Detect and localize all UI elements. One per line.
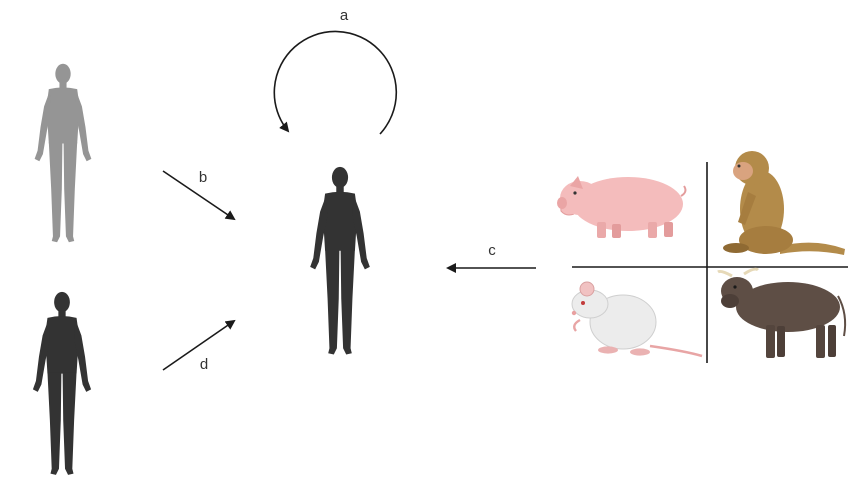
arrow-a [274,31,396,134]
recipient-person-icon [310,167,370,355]
label-b: b [199,169,207,186]
arrow-d [163,321,234,370]
donor-person-top-icon [35,64,92,242]
pig-icon [557,176,685,238]
label-d: d [200,356,208,373]
monkey-icon [723,151,845,255]
rat-icon [572,282,702,356]
donor-person-bottom-icon [33,292,91,475]
label-a: a [340,7,349,24]
label-c: c [488,242,496,259]
bull-icon [718,269,845,358]
